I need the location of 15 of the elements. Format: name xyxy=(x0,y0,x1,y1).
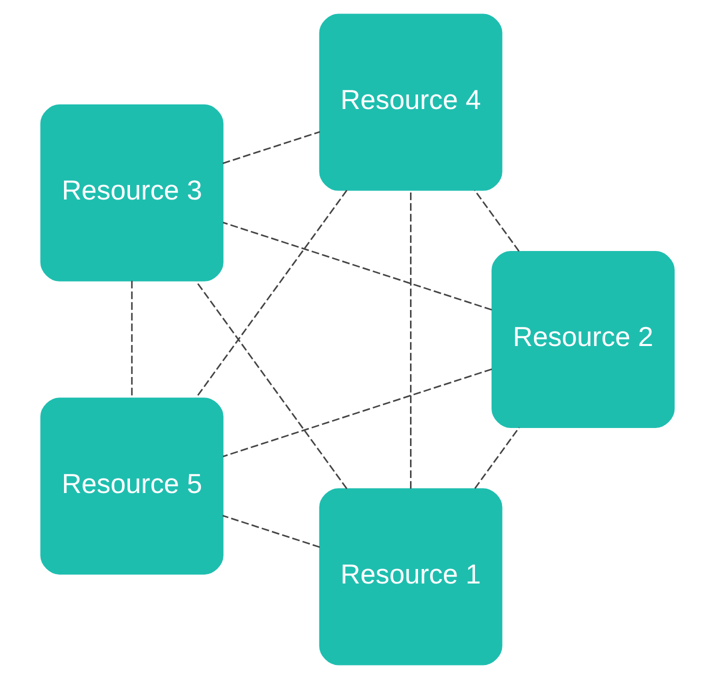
node-box: Resource 4 xyxy=(318,14,502,191)
connector xyxy=(194,280,347,490)
node-box: Resource 5 xyxy=(40,398,223,575)
connector xyxy=(130,280,132,398)
connector xyxy=(222,131,320,164)
connector xyxy=(410,190,412,489)
connector xyxy=(222,514,320,548)
connector xyxy=(222,222,492,311)
node-box: Resource 1 xyxy=(318,488,502,666)
node-box: Resource 2 xyxy=(491,251,674,428)
connector xyxy=(194,190,347,398)
connector xyxy=(474,427,520,489)
connector xyxy=(222,368,492,458)
node-box: Resource 3 xyxy=(40,104,223,282)
connector xyxy=(474,190,520,252)
